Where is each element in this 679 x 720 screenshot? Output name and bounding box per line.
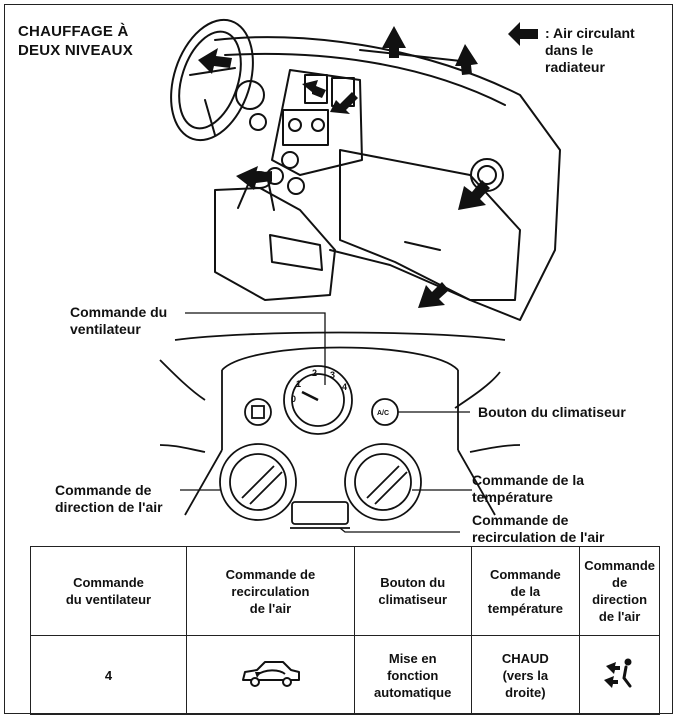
arrow-icon [418, 282, 449, 308]
fan-control-outer [283, 365, 353, 435]
label-fan-control: Commande du ventilateur [70, 304, 167, 338]
table-header-row: Commande du ventilateur Commande de reci… [30, 546, 660, 636]
legend-line-2: dans le [545, 42, 594, 58]
left-arrow-icon [508, 22, 538, 46]
dashboard-top-edge [224, 52, 506, 106]
radio [282, 109, 329, 146]
arrow-icon [198, 48, 232, 74]
header-ac: Bouton du climatiseur [353, 546, 472, 636]
panel-arc-top [174, 331, 506, 341]
header-recirculation: Commande de recirculation de l'air [185, 546, 355, 636]
value-fan: 4 [30, 635, 187, 715]
air-direction-knob-outer [219, 443, 297, 521]
arrow-icon [330, 92, 358, 114]
temperature-knob [354, 453, 412, 511]
value-ac: Mise en fonction automatique [353, 635, 472, 715]
label-ac-button: Bouton du climatiseur [478, 404, 626, 420]
label-recirculation-line-2: recirculation de l'air [472, 529, 605, 545]
settings-table: Commande du ventilateur Commande de reci… [30, 546, 660, 715]
arrow-icon [302, 80, 326, 98]
panel-upper-arc [221, 346, 459, 371]
legend-line-3: radiateur [545, 59, 605, 75]
legend-line-1: : Air circulant [545, 25, 635, 41]
console-tray [269, 234, 323, 271]
label-fan-line-2: ventilateur [70, 321, 141, 337]
car-recirculation-icon [242, 661, 301, 687]
label-temperature-line-2: température [472, 489, 553, 505]
center-stack [271, 69, 363, 176]
center-console [214, 187, 336, 301]
value-air-direction [579, 635, 660, 715]
defroster-vent [359, 49, 471, 63]
temperature-knob-outer [344, 443, 422, 521]
label-fan-line-1: Commande du [70, 304, 168, 320]
label-temperature-line-1: Commande de la [472, 472, 585, 488]
gauge [235, 80, 265, 110]
label-air-direction-line-2: direction de l'air [55, 499, 163, 515]
legend: : Air circulant dans le radiateur [545, 25, 635, 76]
arrow-icon [236, 166, 272, 190]
knob-small-1 [281, 151, 299, 169]
label-air-direction: Commande de direction de l'air [55, 482, 163, 516]
arrow-icon [382, 26, 406, 58]
glovebox [339, 149, 521, 301]
fan-scale-4: 4 [342, 382, 347, 392]
rear-defrost-button [244, 398, 272, 426]
figure-title: CHAUFFAGE À DEUX NIVEAUX [18, 22, 133, 60]
knob-small-3 [287, 177, 305, 195]
fan-control-knob [291, 373, 345, 427]
fan-scale-2: 2 [312, 368, 317, 378]
table-row: 4 Mise en fonction automatique CHAUD (ve… [30, 635, 660, 715]
header-fan: Commande du ventilateur [30, 546, 187, 636]
value-temperature: CHAUD (vers la droite) [470, 635, 581, 715]
fan-scale-1: 1 [296, 379, 301, 389]
arrow-icon [455, 44, 478, 75]
leader-fan [185, 312, 326, 385]
header-temperature: Commande de la température [470, 546, 581, 636]
leader-recirculation [339, 527, 460, 533]
glovebox-handle [404, 241, 441, 251]
label-recirculation: Commande de recirculation de l'air [472, 512, 605, 546]
label-recirculation-line-1: Commande de [472, 512, 569, 528]
center-vent-left [304, 74, 328, 104]
fan-scale-3: 3 [330, 370, 335, 380]
title-line-1: CHAUFFAGE À [18, 23, 129, 40]
fan-scale-0: 0 [291, 394, 296, 404]
label-air-direction-line-1: Commande de [55, 482, 152, 498]
ac-button-text: A/C [377, 410, 389, 417]
recirculation-switch [291, 501, 349, 525]
header-air-direction: Commande de direction de l'air [579, 546, 660, 636]
air-direction-knob [229, 453, 287, 511]
dashboard-illustration: 0 1 2 3 4 A/C [159, 18, 561, 533]
title-line-2: DEUX NIVEAUX [18, 42, 133, 59]
airflow-arrows [198, 26, 490, 308]
value-recirculation [185, 635, 355, 715]
steering-wheel [170, 18, 254, 142]
bi-level-airflow-icon [603, 658, 632, 688]
arrow-icon [458, 180, 490, 210]
label-temperature: Commande de la température [472, 472, 584, 506]
